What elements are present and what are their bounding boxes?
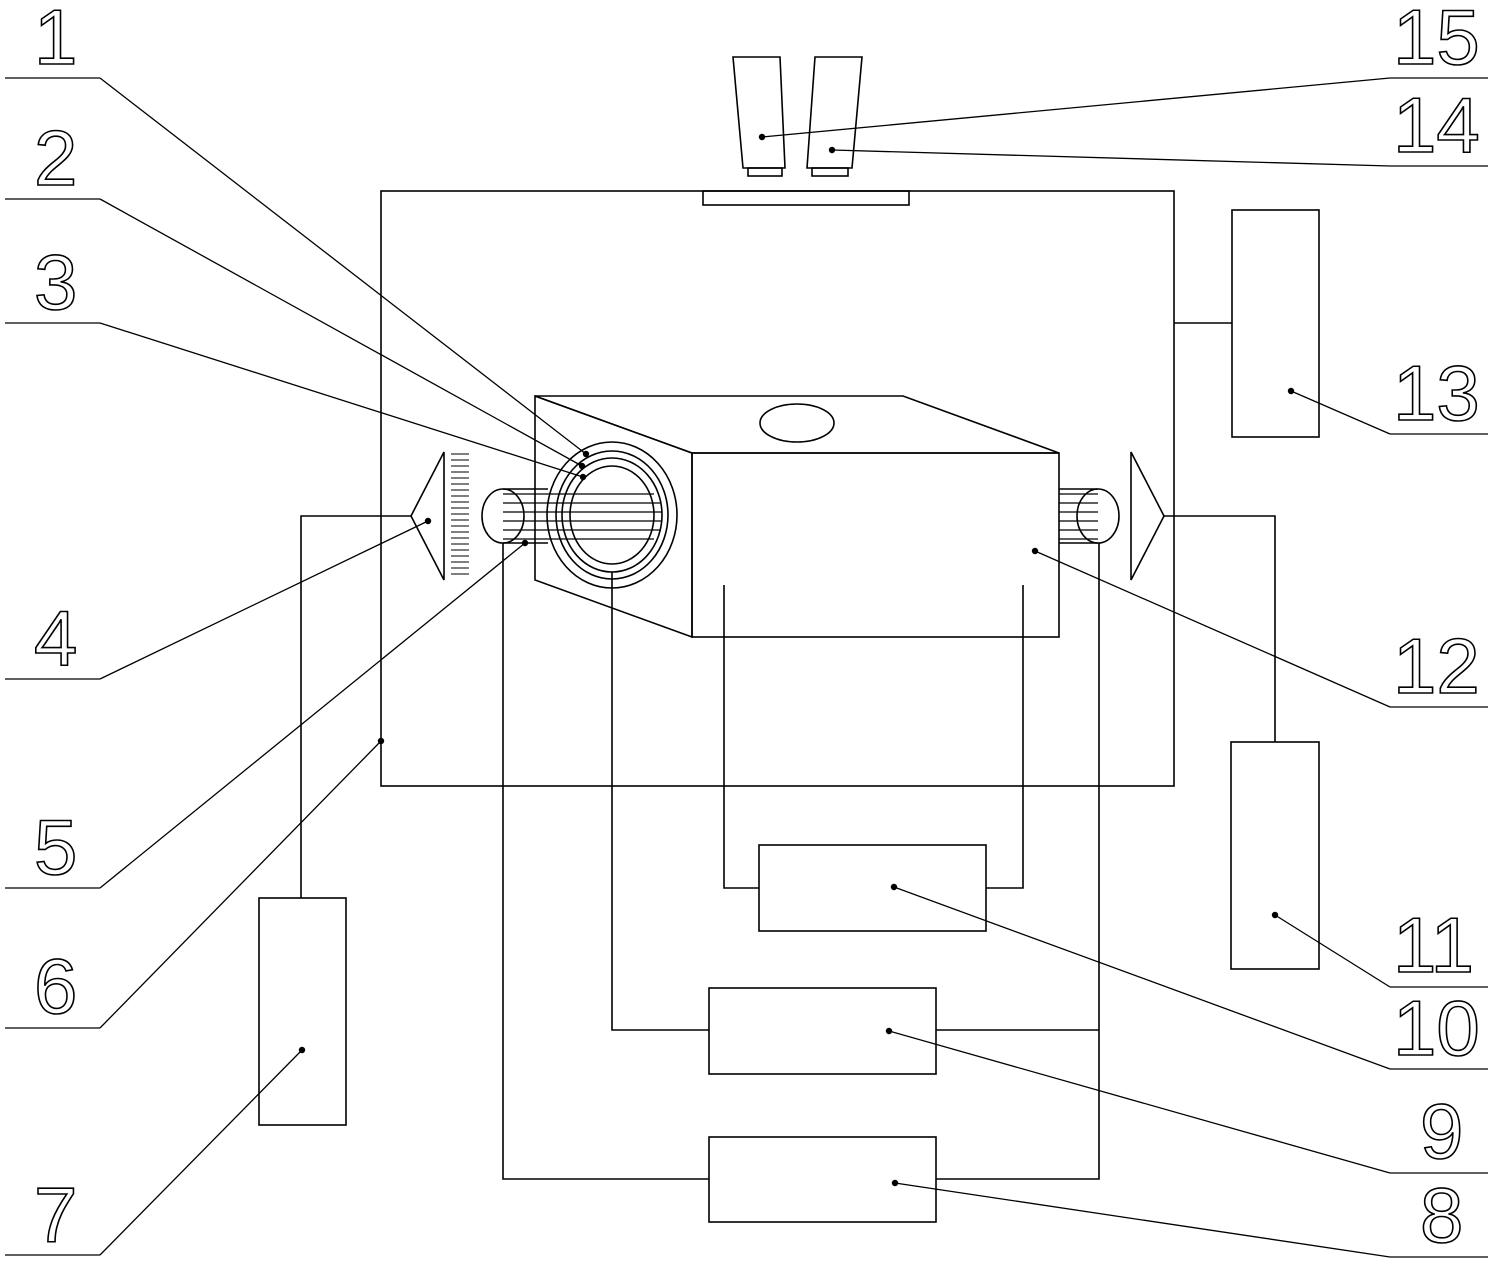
left-coupler-ellipse <box>481 488 525 544</box>
leader-8 <box>894 1182 1391 1258</box>
label-8: 8 <box>1420 1171 1463 1259</box>
leader-5 <box>99 542 526 889</box>
leader-dot <box>828 146 836 154</box>
leader-dot <box>578 462 586 470</box>
label-12: 12 <box>1393 622 1480 710</box>
wire-receiver-to-box11 <box>1164 515 1276 742</box>
right-receiver-triangle <box>1130 451 1165 581</box>
label-6: 6 <box>34 942 77 1030</box>
label-15: 15 <box>1393 0 1480 81</box>
top-sensors <box>732 56 863 177</box>
device-side-face <box>691 452 1060 638</box>
label-1: 1 <box>34 0 77 81</box>
label-5: 5 <box>34 803 77 891</box>
leader-6 <box>99 740 382 1029</box>
leader-12 <box>1034 550 1391 708</box>
beam-lines <box>503 493 1098 540</box>
lens-core <box>569 465 655 565</box>
wire-device-to-box10-right <box>986 585 1024 889</box>
label-group-right: 15 14 13 12 11 10 9 8 <box>1390 0 1488 1260</box>
box-9 <box>708 987 937 1075</box>
wire-left-coupler-to-box8 <box>502 543 709 1180</box>
box-13 <box>1231 209 1320 438</box>
label-group-left: 1 2 3 4 5 6 7 <box>5 0 100 1260</box>
sensor-14-base <box>811 167 849 177</box>
leader-dot <box>890 883 898 891</box>
leader-dot <box>377 737 385 745</box>
leader-dot <box>424 517 432 525</box>
leader-lines <box>99 77 1391 1258</box>
leader-11 <box>1274 914 1391 988</box>
top-window-slot <box>702 190 910 206</box>
leader-dot <box>1031 547 1039 555</box>
label-11: 11 <box>1393 901 1474 989</box>
leader-15 <box>761 77 1391 138</box>
sensor-15-base <box>747 167 783 177</box>
leader-9 <box>888 1030 1391 1174</box>
label-13: 13 <box>1393 349 1480 437</box>
device-top-port <box>759 403 835 443</box>
leader-dot <box>582 450 590 458</box>
label-14: 14 <box>1393 81 1480 169</box>
leader-dot <box>885 1027 893 1035</box>
wire-emitter-to-box7 <box>300 515 411 898</box>
leader-14 <box>831 149 1391 167</box>
central-device <box>534 394 1060 639</box>
leader-dot <box>1287 387 1295 395</box>
label-4: 4 <box>34 594 77 682</box>
leader-7 <box>99 1049 303 1256</box>
label-2: 2 <box>34 114 77 202</box>
left-emitter-triangle <box>410 451 445 581</box>
leader-dot <box>758 133 766 141</box>
label-9: 9 <box>1420 1087 1463 1175</box>
right-coupler <box>1059 488 1120 544</box>
wire-right-coupler-to-box8 <box>936 543 1100 1180</box>
leader-dot <box>298 1046 306 1054</box>
leader-dot <box>579 473 587 481</box>
left-emitter <box>410 451 469 581</box>
leader-3 <box>99 322 584 478</box>
leader-dot <box>891 1179 899 1187</box>
leader-10 <box>893 886 1391 1070</box>
lens-ring-2 <box>555 450 669 580</box>
left-coupler <box>481 488 548 544</box>
right-coupler-ellipse <box>1076 488 1120 544</box>
label-10: 10 <box>1393 984 1480 1072</box>
label-7: 7 <box>34 1171 77 1259</box>
leader-dots <box>298 133 1295 1187</box>
wire-lens-to-box9 <box>611 572 709 1031</box>
sensor-15 <box>732 56 786 169</box>
leader-2 <box>99 198 583 467</box>
leader-1 <box>99 77 587 455</box>
leader-13 <box>1290 390 1391 435</box>
box-8 <box>708 1136 937 1223</box>
wire-device-to-box10-left <box>723 585 759 889</box>
leader-dot <box>521 539 529 547</box>
box-7 <box>258 897 347 1126</box>
sensor-14 <box>806 56 863 169</box>
lens-ring-1 <box>546 441 678 589</box>
leader-dot <box>1271 911 1279 919</box>
label-3: 3 <box>34 238 77 326</box>
leader-4 <box>99 520 429 680</box>
left-emitter-scale <box>451 453 469 575</box>
box-10 <box>758 844 987 932</box>
